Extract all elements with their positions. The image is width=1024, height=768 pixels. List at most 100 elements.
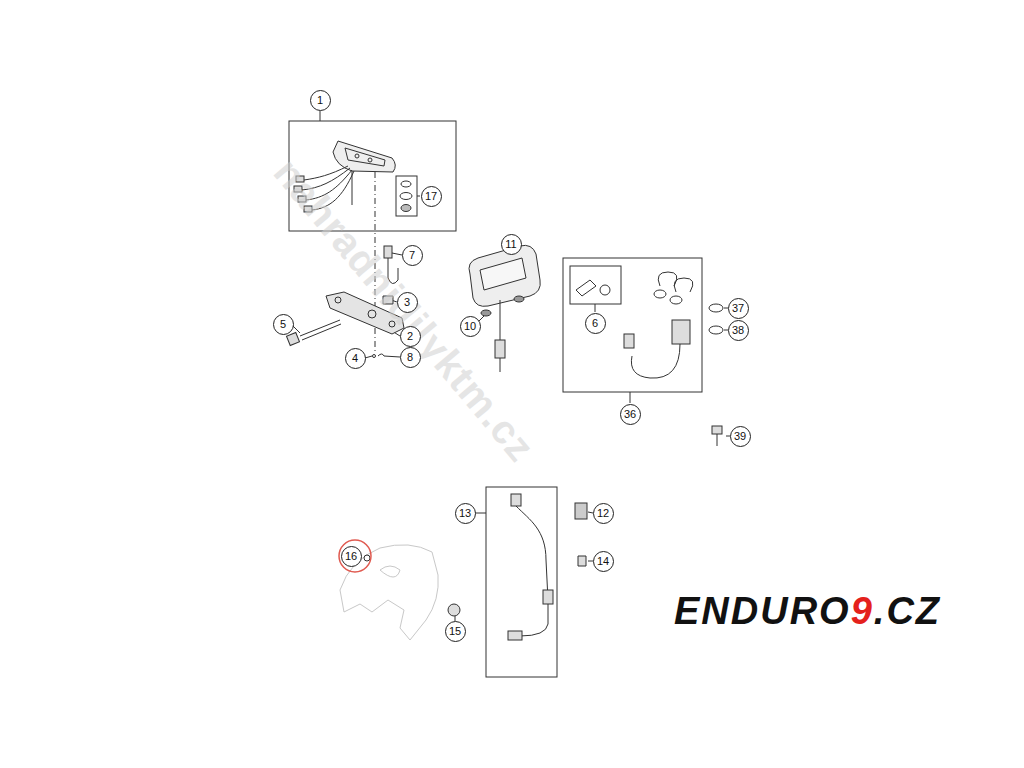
callout-circle: 10	[460, 316, 481, 337]
callout-circle: 38	[728, 320, 749, 341]
brake-disc	[380, 566, 400, 577]
group-box	[396, 176, 417, 216]
callout-number: 5	[280, 319, 286, 330]
cable-clip	[578, 556, 586, 566]
logo: ENDURO9.CZ	[674, 592, 941, 630]
spring-clip	[373, 355, 376, 358]
mount-bracket	[368, 310, 376, 318]
speed-sensor-cable	[511, 494, 521, 506]
wire-connector	[388, 258, 398, 284]
instrument-panel	[304, 206, 312, 212]
callout-circle: 3	[397, 292, 418, 313]
group-box	[289, 121, 702, 677]
speed-sensor-cable	[543, 590, 553, 604]
speedometer	[514, 296, 524, 302]
speed-sensor-cable	[516, 506, 548, 600]
callout-number: 39	[734, 431, 746, 442]
speedometer	[495, 340, 505, 358]
callout-circle: 11	[501, 234, 522, 255]
screw	[300, 320, 340, 336]
mount-bracket	[326, 292, 404, 334]
leader-line	[293, 111, 730, 621]
leader-line	[293, 326, 300, 333]
nut-set	[401, 205, 411, 212]
parts-illustration	[286, 111, 730, 677]
leader-line	[475, 513, 486, 514]
key	[717, 434, 718, 446]
callout-number: 11	[505, 239, 516, 250]
spring-clip	[378, 354, 384, 356]
callout-number: 15	[449, 626, 461, 637]
ignition-switch	[670, 296, 682, 304]
callout-number: 6	[592, 318, 598, 329]
brake-disc	[340, 545, 438, 640]
callout-circle: 16	[341, 546, 362, 567]
mount-bracket	[326, 292, 404, 334]
callout-circle: 4	[345, 348, 366, 369]
speedometer	[500, 300, 501, 372]
ignition-switch	[576, 280, 596, 296]
rubber-cap	[383, 296, 393, 304]
o-ring	[709, 326, 723, 334]
leader-line	[384, 356, 400, 357]
instrument-panel	[306, 170, 352, 200]
callout-circle: 12	[593, 503, 614, 524]
speedometer	[469, 245, 540, 372]
group-box	[486, 487, 557, 677]
leader-line	[417, 196, 420, 197]
cable-clip	[578, 556, 586, 566]
callout-circle: 6	[585, 313, 606, 334]
speed-sensor-cable	[520, 604, 548, 636]
callout-number: 10	[464, 321, 476, 332]
instrument-panel	[355, 154, 359, 158]
screw	[286, 332, 299, 345]
callout-circle: 13	[455, 503, 476, 524]
ignition-switch	[631, 344, 680, 378]
key	[712, 426, 722, 434]
callout-number: 8	[407, 352, 413, 363]
rubber-cap	[383, 296, 393, 304]
instrument-panel	[368, 158, 372, 162]
wire-connector	[384, 246, 392, 258]
instrument-panel	[296, 176, 304, 182]
leader-line	[365, 356, 372, 358]
nut-set	[401, 181, 411, 187]
ignition-switch	[672, 320, 690, 344]
logo-text: ENDURO	[674, 592, 851, 630]
brake-disc	[340, 545, 438, 640]
callout-circle: 14	[593, 551, 614, 572]
group-box	[570, 266, 621, 304]
spring-clip	[373, 354, 385, 358]
callout-circle: 36	[620, 404, 641, 425]
ignition-switch	[654, 290, 666, 298]
callout-circle: 8	[400, 347, 421, 368]
small-ring	[364, 555, 370, 561]
callout-circle: 17	[421, 186, 442, 207]
logo-text: .CZ	[874, 592, 941, 630]
speed-sensor-cable	[508, 494, 553, 640]
callout-circle: 39	[730, 426, 751, 447]
screw	[302, 324, 341, 340]
callout-number: 4	[352, 353, 358, 364]
ignition-switch	[576, 272, 693, 378]
instrument-panel	[312, 171, 354, 210]
callout-number: 16	[345, 551, 357, 562]
leader-line	[630, 392, 631, 403]
callout-circle: 1	[310, 90, 331, 111]
speedometer	[480, 258, 526, 290]
instrument-panel	[302, 168, 350, 190]
ignition-switch	[600, 285, 610, 295]
nut-set	[400, 193, 412, 200]
callout-number: 36	[624, 409, 636, 420]
spacer	[448, 604, 460, 616]
ignition-switch	[624, 334, 634, 348]
callout-number: 3	[404, 297, 410, 308]
group-box	[289, 121, 456, 231]
instrument-panel	[304, 166, 348, 180]
callout-number: 7	[409, 250, 415, 261]
highlight-ring	[339, 540, 371, 572]
callout-number: 37	[732, 303, 744, 314]
callout-circle: 15	[445, 621, 466, 642]
